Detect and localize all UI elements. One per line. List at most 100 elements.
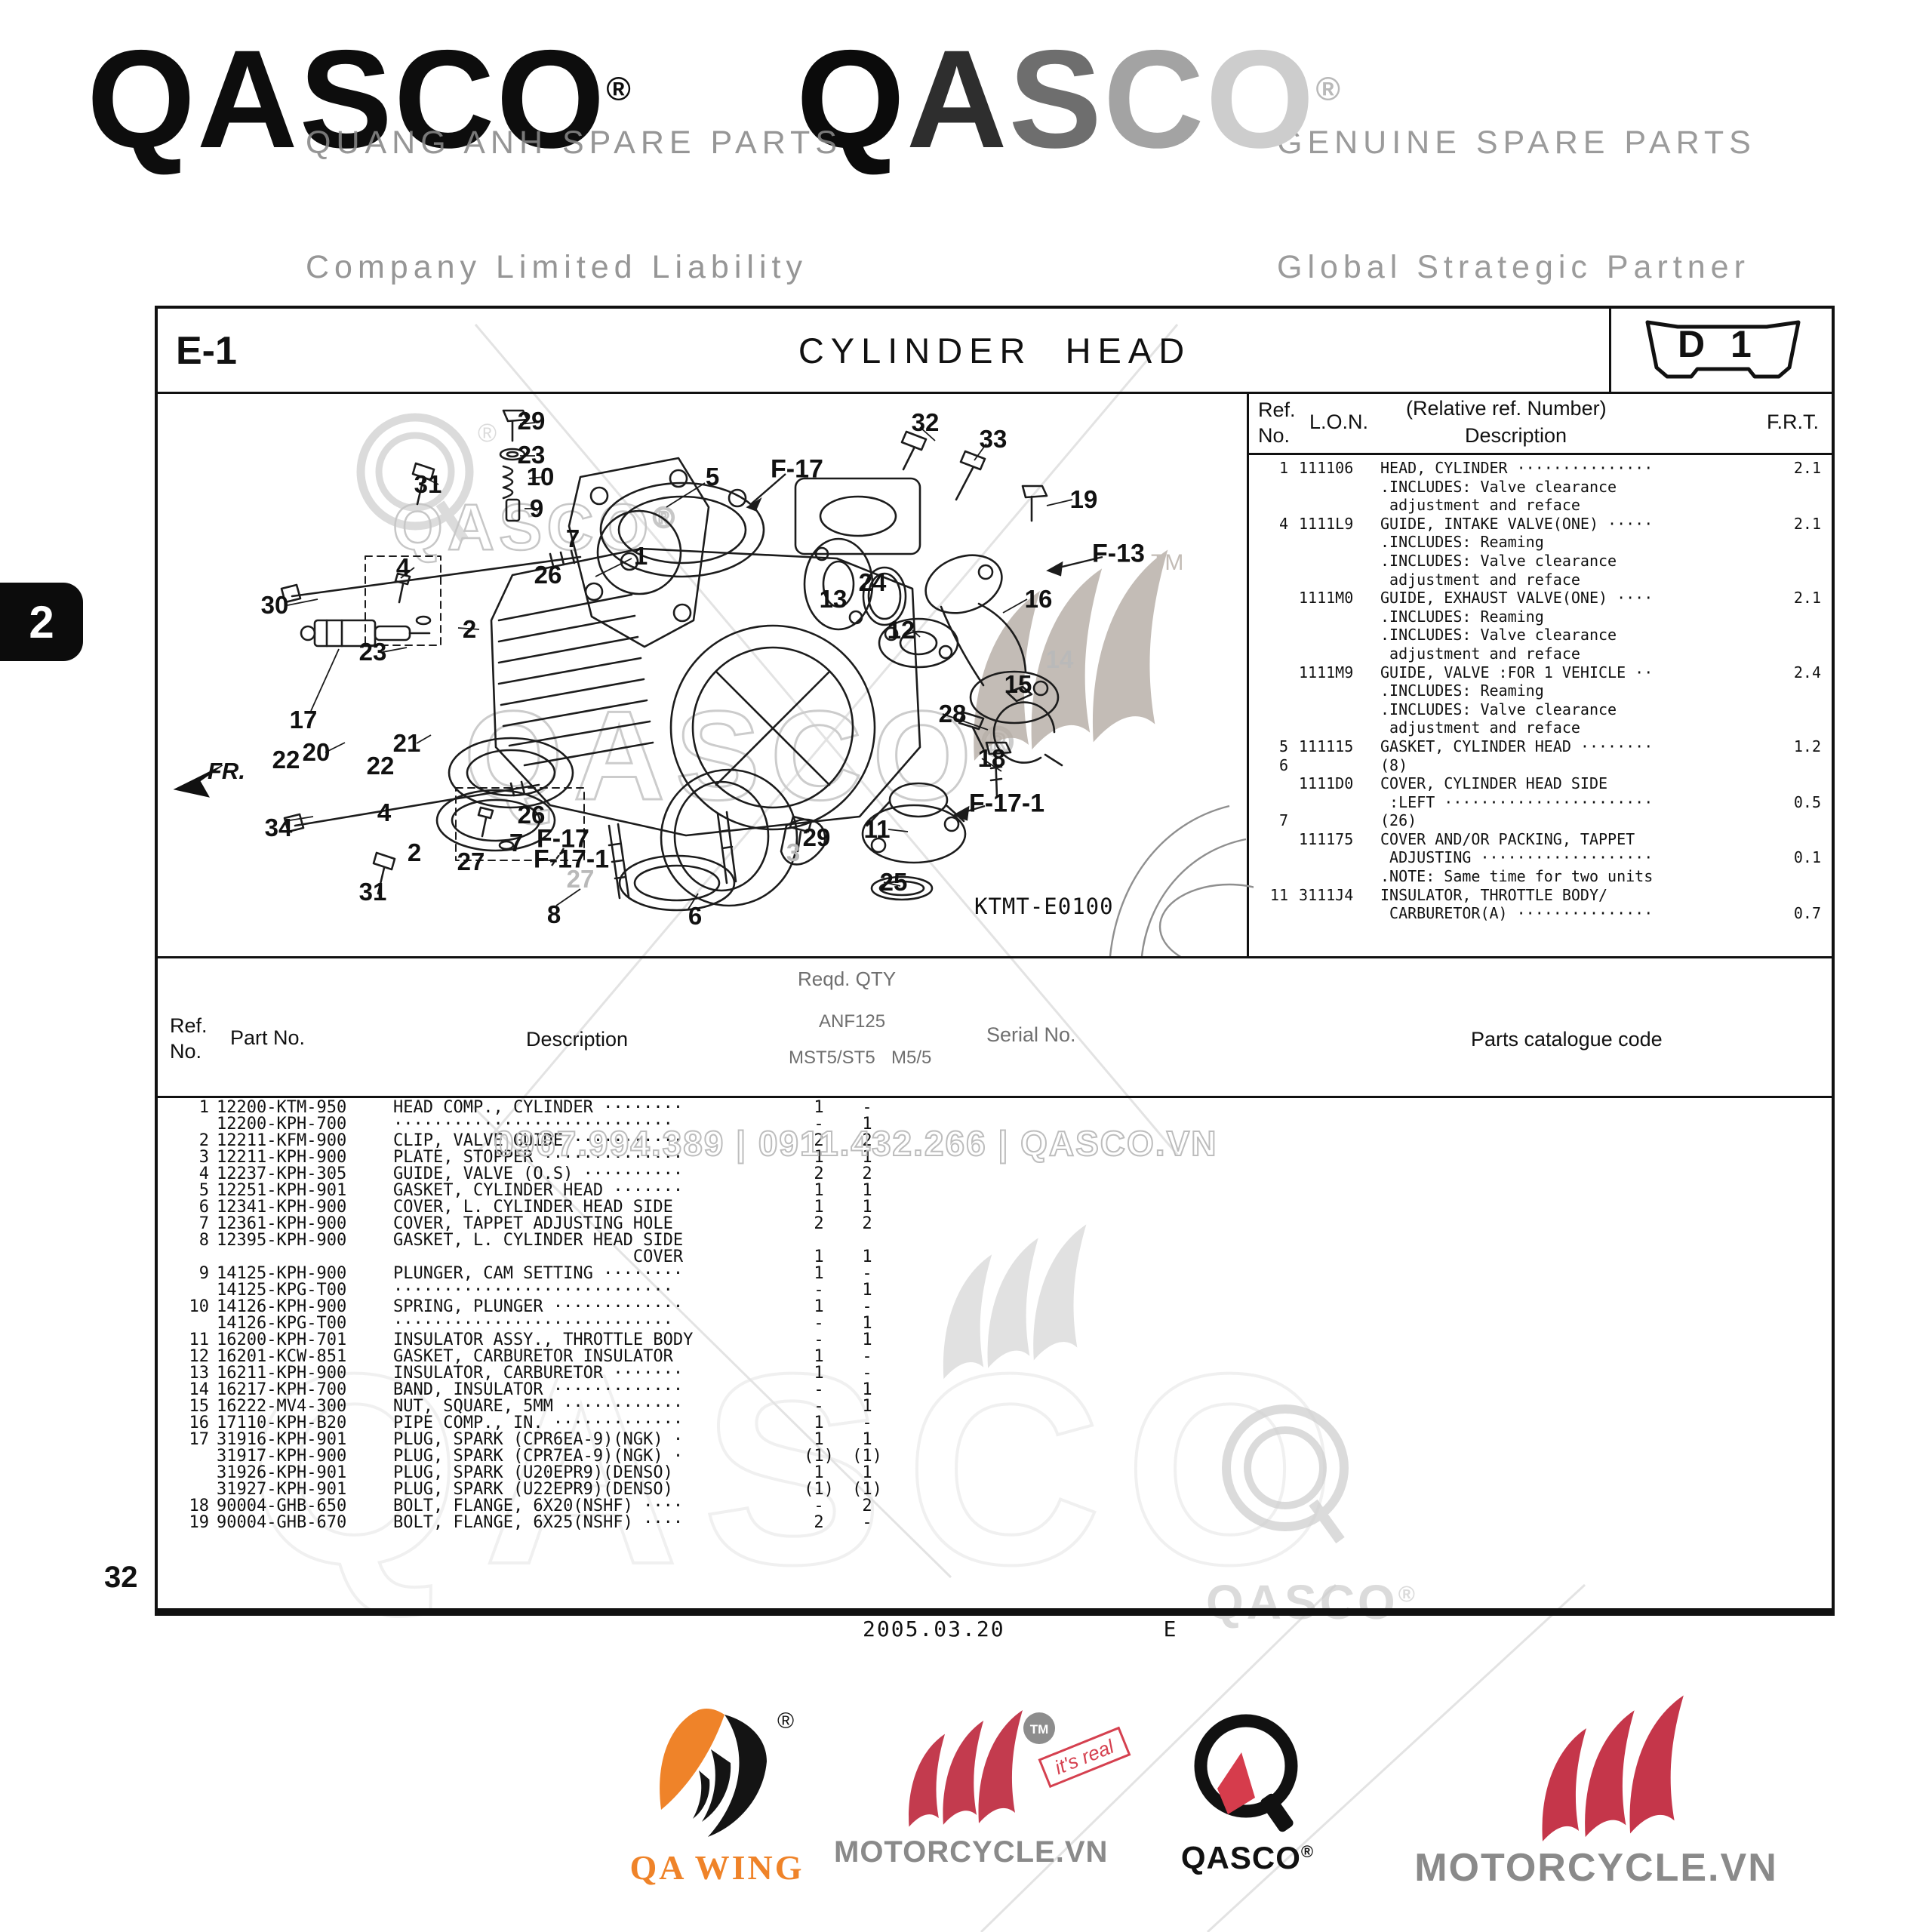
part-description: COVER — [393, 1247, 684, 1266]
lon-code — [1288, 700, 1368, 719]
part-ref: 4 — [198, 1164, 209, 1183]
header-right-tagline: GENUINE SPARE PARTS Global Strategic Par… — [1277, 125, 1756, 286]
callout-label: F-17 — [771, 454, 823, 484]
part-number: 14125-KPH-900 — [217, 1264, 347, 1283]
lon-code — [1288, 608, 1368, 626]
part-qty-anf125: 2 — [814, 1513, 824, 1532]
page-code: D 1 — [1678, 323, 1759, 365]
callout-label: 22 — [272, 746, 300, 774]
part-number: 31917-KPH-900 — [217, 1447, 347, 1466]
lon-desc: GUIDE, EXHAUST VALVE(ONE) ···· — [1380, 589, 1654, 608]
lon-code: 1111L9 — [1299, 514, 1354, 533]
callout-label: F-13 — [1092, 539, 1145, 568]
part-number: 12341-KPH-900 — [217, 1198, 347, 1217]
part-qty-m55: 1 — [862, 1115, 872, 1134]
lon-row: 1111D0 COVER, CYLINDER HEAD SIDE — [1249, 774, 1832, 793]
lon-code: 3111J4 — [1299, 885, 1354, 904]
lon-header-desc: Description — [1465, 424, 1567, 447]
part-qty-anf125: 2 — [814, 1164, 824, 1183]
callout-label: 27 — [457, 848, 485, 875]
parts-row: 2 12211-KFM-900 CLIP, VALVE GUIDE ······… — [158, 1133, 1832, 1149]
motorcycle-vn-label: MOTORCYCLE.VN — [1414, 1846, 1778, 1890]
lon-desc: ADJUSTING ··················· — [1380, 848, 1654, 867]
lon-desc: adjustment and reface — [1380, 570, 1580, 589]
part-qty-anf125: 1 — [814, 1148, 824, 1167]
lon-desc: GUIDE, INTAKE VALVE(ONE) ····· — [1380, 514, 1654, 533]
parts-row: 31917-KPH-900 PLUG, SPARK (CPR7EA-9)(NGK… — [158, 1448, 1832, 1465]
lon-ref: 1 — [1278, 459, 1288, 477]
part-ref: 10 — [189, 1297, 210, 1316]
lon-row: .INCLUDES: Valve clearance — [1249, 626, 1832, 645]
lon-ref — [1249, 663, 1288, 682]
callout-label: 24 — [858, 568, 887, 596]
part-number: 12237-KPH-305 — [217, 1164, 347, 1183]
parts-row: 7 12361-KPH-900 COVER, TAPPET ADJUSTING … — [158, 1216, 1832, 1232]
callout-label: 26 — [534, 561, 562, 589]
part-qty-anf125: 1 — [814, 1098, 824, 1117]
lon-frt: 2.1 — [1793, 459, 1821, 477]
lon-ref — [1249, 681, 1288, 700]
callout-label: 31 — [358, 878, 387, 906]
lon-row: .INCLUDES: Valve clearance — [1249, 552, 1832, 571]
lon-code — [1288, 904, 1368, 923]
lon-code — [1288, 626, 1368, 645]
lon-ref — [1249, 830, 1288, 849]
lon-ref: 11 — [1269, 885, 1288, 904]
part-qty-anf125: - — [814, 1331, 824, 1349]
front-direction-label: FR. — [208, 758, 245, 784]
lon-code: 111106 — [1299, 459, 1354, 477]
lon-code — [1288, 718, 1368, 737]
lon-ref — [1249, 904, 1288, 923]
lon-row: 1 111106 HEAD, CYLINDER ··············· … — [1249, 459, 1832, 478]
lon-desc: adjustment and reface — [1380, 496, 1580, 515]
lon-code — [1288, 867, 1368, 886]
drawing-code: KTMT-E0100 — [974, 894, 1114, 919]
callout-label: 15 — [1004, 670, 1032, 698]
lon-code — [1288, 552, 1368, 571]
section-tab: 2 — [0, 583, 83, 661]
parts-header-sub2: M5/5 — [891, 1048, 932, 1068]
lon-desc: .INCLUDES: Valve clearance — [1380, 551, 1617, 570]
callout-label: 23 — [358, 638, 387, 666]
callout-label: 33 — [979, 425, 1008, 453]
parts-row: 19 90004-GHB-670 BOLT, FLANGE, 6X25(NSHF… — [158, 1515, 1832, 1531]
lon-code — [1288, 848, 1368, 867]
lon-code — [1288, 793, 1368, 812]
lon-frt — [1767, 756, 1832, 775]
callout-label: 4 — [395, 553, 411, 581]
callout-label: 16 — [1024, 585, 1053, 613]
parts-header-desc: Description — [526, 1028, 629, 1051]
flame-m-icon: TM — [909, 1710, 1055, 1827]
content-frame: E-1 CYLINDER HEAD D 1 — [155, 306, 1835, 1616]
part-number: 12200-KPH-700 — [217, 1115, 347, 1134]
callout-label: F-17-1 — [968, 789, 1045, 818]
callout-label: 6 — [688, 902, 703, 930]
revision-code: E — [1163, 1617, 1178, 1641]
parts-row: 15 16222-MV4-300 NUT, SQUARE, 5MM ······… — [158, 1398, 1832, 1415]
part-number: 16201-KCW-851 — [217, 1347, 347, 1366]
parts-row: 13 16211-KPH-900 INSULATOR, CARBURETOR ·… — [158, 1365, 1832, 1382]
lon-frt: 2.1 — [1793, 589, 1821, 608]
part-qty-anf125: - — [814, 1497, 824, 1515]
part-qty-m55: 1 — [862, 1281, 872, 1300]
callout-label: 3 — [786, 838, 801, 866]
part-description: INSULATOR, CARBURETOR ······· — [393, 1364, 684, 1383]
part-number: 16217-KPH-700 — [217, 1380, 347, 1399]
lon-desc: COVER, CYLINDER HEAD SIDE — [1380, 774, 1608, 793]
lon-desc: HEAD, CYLINDER ··············· — [1380, 459, 1654, 477]
callout-label: 18 — [977, 744, 1006, 772]
part-number — [217, 1249, 393, 1266]
footer-logo-motorcycle-2: MOTORCYCLE.VN — [1400, 1690, 1792, 1890]
lon-code: 1111M9 — [1299, 663, 1354, 681]
parts-header-ref1: Ref. — [170, 1014, 208, 1037]
part-qty-m55: - — [862, 1364, 872, 1383]
callout-label: 14 — [1045, 645, 1074, 673]
lon-table-header: Ref. No. L.O.N. (Relative ref. Number) D… — [1249, 394, 1832, 455]
parts-row: 18 90004-GHB-650 BOLT, FLANGE, 6X20(NSHF… — [158, 1498, 1832, 1515]
lon-ref: 5 — [1278, 737, 1288, 755]
part-qty-anf125: - — [814, 1397, 824, 1416]
qasco-label: QASCO® — [1180, 1840, 1315, 1875]
footer-logo-qasco: QASCO® — [1168, 1704, 1327, 1876]
